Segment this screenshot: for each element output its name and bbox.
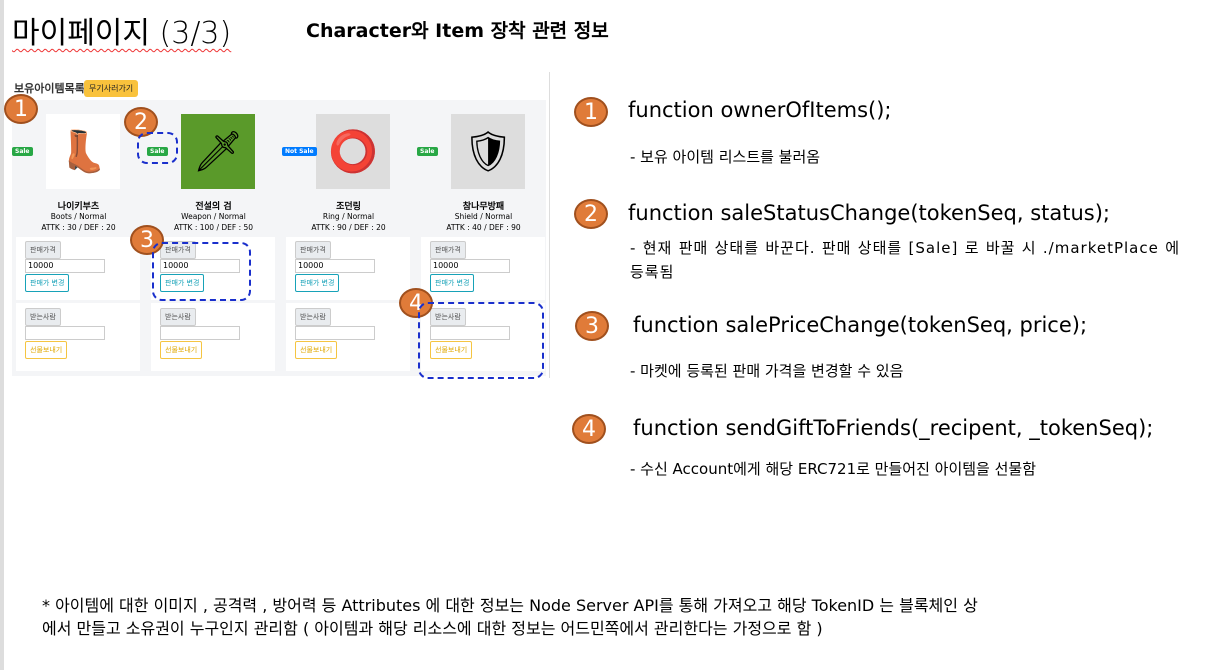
- gift-section: 받는사람 선물보내기: [421, 303, 545, 371]
- shield-icon: 🛡: [451, 114, 525, 189]
- recipient-label: 받는사람: [430, 308, 466, 326]
- highlight-send-gift: [418, 302, 544, 379]
- buy-weapon-button[interactable]: 무기사러가기: [84, 80, 139, 97]
- page-title: 마이페이지 (3/3): [12, 16, 232, 51]
- function-description: - 보유 아이템 리스트를 불러옴: [630, 148, 821, 166]
- price-input[interactable]: 10000: [160, 259, 240, 273]
- send-gift-button[interactable]: 선물보내기: [160, 341, 203, 359]
- item-card: ⭕ Not Sale 조던링 Ring / Normal ATTK : 90 /…: [282, 100, 415, 376]
- recipient-input[interactable]: [430, 326, 510, 340]
- function-number-3: 3: [575, 311, 609, 341]
- gift-section: 받는사람 선물보내기: [16, 303, 140, 371]
- function-number-1: 1: [574, 97, 608, 127]
- footnote-line-1: * 아이템에 대한 이미지 , 공격력 , 방어력 등 Attributes 에…: [42, 596, 978, 615]
- panel-heading: 보유아이템목록: [14, 82, 85, 95]
- function-description: - 현재 판매 상태를 바꾼다. 판매 상태를 [Sale] 로 바꿀 시 ./…: [630, 239, 1180, 281]
- function-description: - 수신 Account에게 해당 ERC721로 만들어진 아이템을 선물함: [630, 460, 1037, 478]
- send-gift-button[interactable]: 선물보내기: [430, 341, 473, 359]
- change-price-button[interactable]: 판매가 변경: [430, 274, 475, 292]
- owned-items-panel: 보유아이템목록 무기사러가기 👢 Sale 나이키부츠 Boots / Norm…: [8, 72, 550, 378]
- item-type: Shield / Normal: [454, 212, 513, 221]
- item-name: 참나무방패: [462, 202, 505, 212]
- item-stats: ATTK : 100 / DEF : 50: [173, 223, 254, 232]
- item-card: 🗡 Sale 전설의 검 Weapon / Normal ATTK : 100 …: [147, 100, 280, 376]
- slide-edge: [0, 0, 4, 670]
- recipient-label: 받는사람: [25, 308, 61, 326]
- item-stats: ATTK : 90 / DEF : 20: [311, 223, 386, 232]
- item-stats: ATTK : 30 / DEF : 20: [41, 223, 116, 232]
- item-type: Ring / Normal: [322, 212, 375, 221]
- price-section: 판매가격 10000 판매가 변경: [151, 237, 275, 300]
- ring-icon: ⭕: [316, 114, 390, 189]
- item-name: 나이키부츠: [57, 202, 100, 212]
- change-price-button[interactable]: 판매가 변경: [160, 274, 205, 292]
- item-card: 👢 Sale 나이키부츠 Boots / Normal ATTK : 30 / …: [12, 100, 145, 376]
- change-price-button[interactable]: 판매가 변경: [295, 274, 340, 292]
- item-type: Boots / Normal: [50, 212, 107, 221]
- item-name: 조던링: [336, 202, 361, 212]
- marker-1: 1: [4, 94, 38, 124]
- sale-status-badge[interactable]: Sale: [12, 147, 33, 156]
- change-price-button[interactable]: 판매가 변경: [25, 274, 70, 292]
- price-section: 판매가격 10000 판매가 변경: [286, 237, 410, 300]
- price-label: 판매가격: [25, 241, 61, 259]
- function-signature: function salePriceChange(tokenSeq, price…: [633, 313, 1088, 337]
- sale-status-badge[interactable]: Sale: [417, 147, 438, 156]
- highlight-sale-status: [137, 132, 178, 164]
- boots-icon: 👢: [46, 114, 120, 189]
- function-number-4: 4: [572, 414, 606, 444]
- price-input[interactable]: 10000: [25, 259, 105, 273]
- item-name: 전설의 검: [195, 202, 232, 212]
- function-signature: function ownerOfItems();: [628, 98, 892, 122]
- sale-status-badge[interactable]: Not Sale: [282, 147, 317, 156]
- sale-status-badge[interactable]: Sale: [147, 147, 168, 156]
- recipient-input[interactable]: [25, 326, 105, 340]
- footnote-line-2: 에서 만들고 소유권이 누구인지 관리함 ( 아이템과 해당 리소스에 대한 정…: [42, 619, 823, 638]
- recipient-input[interactable]: [160, 326, 240, 340]
- highlight-price-change: [152, 242, 251, 301]
- recipient-label: 받는사람: [160, 308, 196, 326]
- function-signature: function sendGiftToFriends(_recipent, _t…: [633, 416, 1154, 440]
- function-number-2: 2: [574, 199, 608, 229]
- function-description: - 마켓에 등록된 판매 가격을 변경할 수 있음: [630, 362, 904, 380]
- price-section: 판매가격 10000 판매가 변경: [16, 237, 140, 300]
- price-label: 판매가격: [430, 241, 466, 259]
- recipient-label: 받는사람: [295, 308, 331, 326]
- function-signature: function saleStatusChange(tokenSeq, stat…: [628, 201, 1110, 225]
- page-subtitle: Character와 Item 장착 관련 정보: [306, 20, 609, 42]
- recipient-input[interactable]: [295, 326, 375, 340]
- gift-section: 받는사람 선물보내기: [151, 303, 275, 371]
- item-grid: 👢 Sale 나이키부츠 Boots / Normal ATTK : 30 / …: [12, 100, 546, 376]
- marker-4: 4: [399, 288, 433, 318]
- send-gift-button[interactable]: 선물보내기: [25, 341, 68, 359]
- item-type: Weapon / Normal: [181, 212, 246, 221]
- send-gift-button[interactable]: 선물보내기: [295, 341, 338, 359]
- price-input[interactable]: 10000: [430, 259, 510, 273]
- price-input[interactable]: 10000: [295, 259, 375, 273]
- price-section: 판매가격 10000 판매가 변경: [421, 237, 545, 300]
- gift-section: 받는사람 선물보내기: [286, 303, 410, 371]
- sword-icon: 🗡: [181, 114, 255, 189]
- price-label: 판매가격: [295, 241, 331, 259]
- item-card: 🛡 Sale 참나무방패 Shield / Normal ATTK : 40 /…: [417, 100, 550, 376]
- item-stats: ATTK : 40 / DEF : 90: [446, 223, 521, 232]
